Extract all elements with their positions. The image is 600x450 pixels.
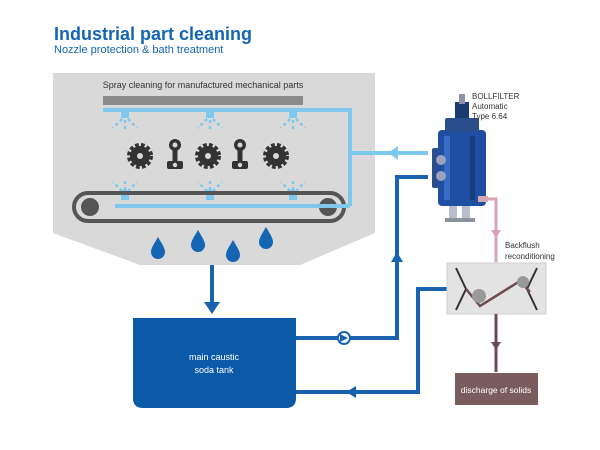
tank-label-line1: main caustic [189,352,240,362]
arrow-icon [388,146,398,160]
backflush-pipe [488,197,498,262]
filter-type: Type 6.64 [472,112,508,121]
discharge-box [455,373,538,405]
gear-icon [266,146,286,166]
gear-icon [198,146,218,166]
filter-name: BOLLFILTER [472,92,520,101]
arrow-icon [346,386,356,398]
main-tank [133,318,296,408]
discharge-label: discharge of solids [461,385,531,395]
filter-icon [432,94,488,222]
tank-label-line2: soda tank [194,365,234,375]
page-subtitle: Nozzle protection & bath treatment [54,44,224,56]
spray-chamber [53,73,375,265]
upper-spray-bar [103,96,303,105]
page-title: Industrial part cleaning [54,24,253,44]
arrow-icon [391,252,403,262]
filter-mode: Automatic [472,102,508,111]
spray-chamber-label: Spray cleaning for manufactured mechanic… [103,80,304,90]
pump-icon [337,331,351,345]
conveyor-roller-left [81,198,99,216]
backflush-label-line1: Backflush [505,241,540,250]
arrow-icon [204,302,220,314]
arrow-icon [491,230,501,238]
backflush-return-pipe [296,287,448,394]
reconditioning-unit [446,262,547,315]
arrow-icon [491,342,501,350]
backflush-label-line2: reconditioning [505,252,555,261]
gear-icon [130,146,150,166]
